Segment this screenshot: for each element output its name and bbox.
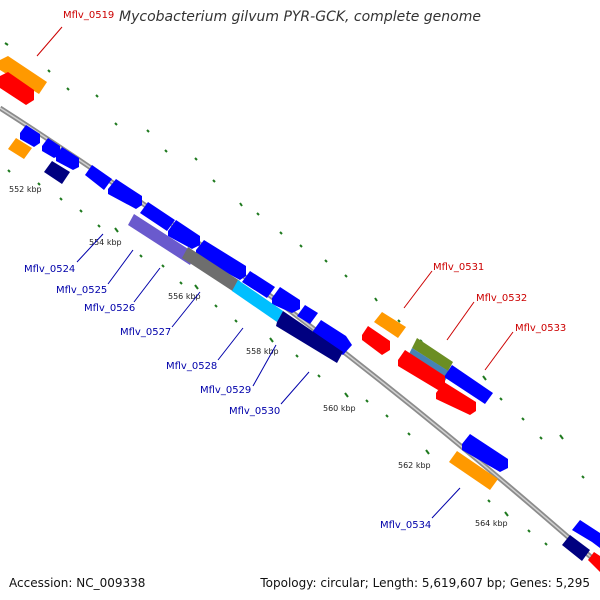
gene-mflv-0528[interactable] — [276, 311, 343, 363]
gene-feature-blue-4[interactable] — [85, 165, 112, 190]
gene-label-mflv-0525[interactable]: Mflv_0525 — [56, 285, 107, 296]
gene-label-mflv-0529[interactable]: Mflv_0529 — [200, 385, 251, 396]
scale-label-552: 552 kbp — [9, 185, 42, 194]
gene-feature-red-4[interactable] — [436, 382, 476, 415]
gene-labels: Mflv_0519 Mflv_0524 Mflv_0525 Mflv_0526 … — [24, 10, 566, 531]
leader-mflv-0531 — [403, 270, 433, 309]
leader-mflv-0519 — [36, 26, 63, 57]
gene-feature-blue-6[interactable] — [140, 202, 175, 231]
accession-label: Accession: NC_009338 — [9, 576, 146, 590]
scale-labels: 552 kbp 554 kbp 556 kbp 558 kbp 560 kbp … — [9, 185, 508, 528]
gene-label-mflv-0534[interactable]: Mflv_0534 — [380, 520, 431, 531]
gene-label-mflv-0527[interactable]: Mflv_0527 — [120, 327, 171, 338]
gene-mflv-0525[interactable] — [182, 247, 240, 292]
map-title: Mycobacterium gilvum PYR-GCK, complete g… — [119, 9, 481, 25]
gene-feature-red-3[interactable] — [398, 350, 445, 390]
scale-label-556: 556 kbp — [168, 292, 201, 301]
scale-label-564: 564 kbp — [475, 519, 508, 528]
leader-mflv-0529 — [252, 344, 277, 387]
gene-features — [0, 56, 600, 572]
gene-feature-navy-2[interactable] — [562, 535, 590, 561]
gene-label-mflv-0519[interactable]: Mflv_0519 — [63, 10, 114, 21]
gene-feature-orange-2[interactable] — [8, 138, 32, 159]
gene-feature-blue-1[interactable] — [20, 125, 40, 147]
gene-feature-blue-3[interactable] — [56, 147, 79, 170]
gene-feature-blue-14[interactable] — [572, 520, 600, 548]
gene-mflv-0524[interactable] — [128, 214, 196, 265]
gene-label-mflv-0528[interactable]: Mflv_0528 — [166, 361, 217, 372]
leader-mflv-0524 — [76, 233, 104, 263]
leader-mflv-0532 — [446, 301, 475, 341]
leader-mflv-0526 — [133, 267, 161, 303]
leader-mflv-0534 — [431, 487, 461, 519]
gene-feature-blue-12[interactable] — [313, 320, 352, 355]
gene-mflv-0534[interactable] — [449, 451, 498, 490]
gene-label-mflv-0532[interactable]: Mflv_0532 — [476, 293, 527, 304]
gene-mflv-0532[interactable] — [412, 338, 453, 371]
leader-mflv-0525 — [107, 249, 134, 285]
gene-feature-blue-8[interactable] — [196, 240, 246, 280]
gene-label-mflv-0524[interactable]: Mflv_0524 — [24, 264, 75, 275]
leader-mflv-0527 — [171, 291, 201, 328]
tick-track-inner — [7, 169, 548, 546]
leader-mflv-0530 — [280, 371, 310, 405]
gene-mflv-0527[interactable] — [232, 280, 283, 322]
label-leaders — [36, 26, 514, 519]
gene-feature-blue-11[interactable] — [297, 305, 318, 324]
leader-mflv-0528 — [217, 327, 244, 361]
scale-label-554: 554 kbp — [89, 238, 122, 247]
gene-mflv-0519[interactable] — [0, 56, 47, 94]
scale-label-562: 562 kbp — [398, 461, 431, 470]
gene-feature-navy-1[interactable] — [44, 161, 70, 184]
scale-label-558: 558 kbp — [246, 347, 279, 356]
gene-mflv-0531[interactable] — [374, 312, 406, 338]
genome-summary: Topology: circular; Length: 5,619,607 bp… — [260, 576, 590, 590]
gene-feature-blue-2[interactable] — [42, 138, 60, 158]
gene-label-mflv-0530[interactable]: Mflv_0530 — [229, 406, 280, 417]
gene-feature-blue-7[interactable] — [168, 220, 200, 249]
gene-mflv-0533[interactable] — [444, 365, 493, 404]
scale-label-560: 560 kbp — [323, 404, 356, 413]
gene-feature-red-5[interactable] — [588, 552, 600, 572]
genome-backbone-inner — [0, 107, 600, 566]
gene-feature-blue-9[interactable] — [242, 271, 275, 298]
gene-feature-blue-10[interactable] — [272, 287, 300, 313]
leader-mflv-0533 — [484, 331, 514, 371]
gene-label-mflv-0526[interactable]: Mflv_0526 — [84, 303, 135, 314]
gene-feature-blue-13[interactable] — [462, 434, 508, 472]
gene-label-mflv-0531[interactable]: Mflv_0531 — [433, 262, 484, 273]
gene-label-mflv-0533[interactable]: Mflv_0533 — [515, 323, 566, 334]
gene-feature-red-1[interactable] — [0, 72, 34, 105]
gene-feature-red-2[interactable] — [362, 326, 390, 355]
gene-feature-blue-5[interactable] — [108, 179, 142, 209]
